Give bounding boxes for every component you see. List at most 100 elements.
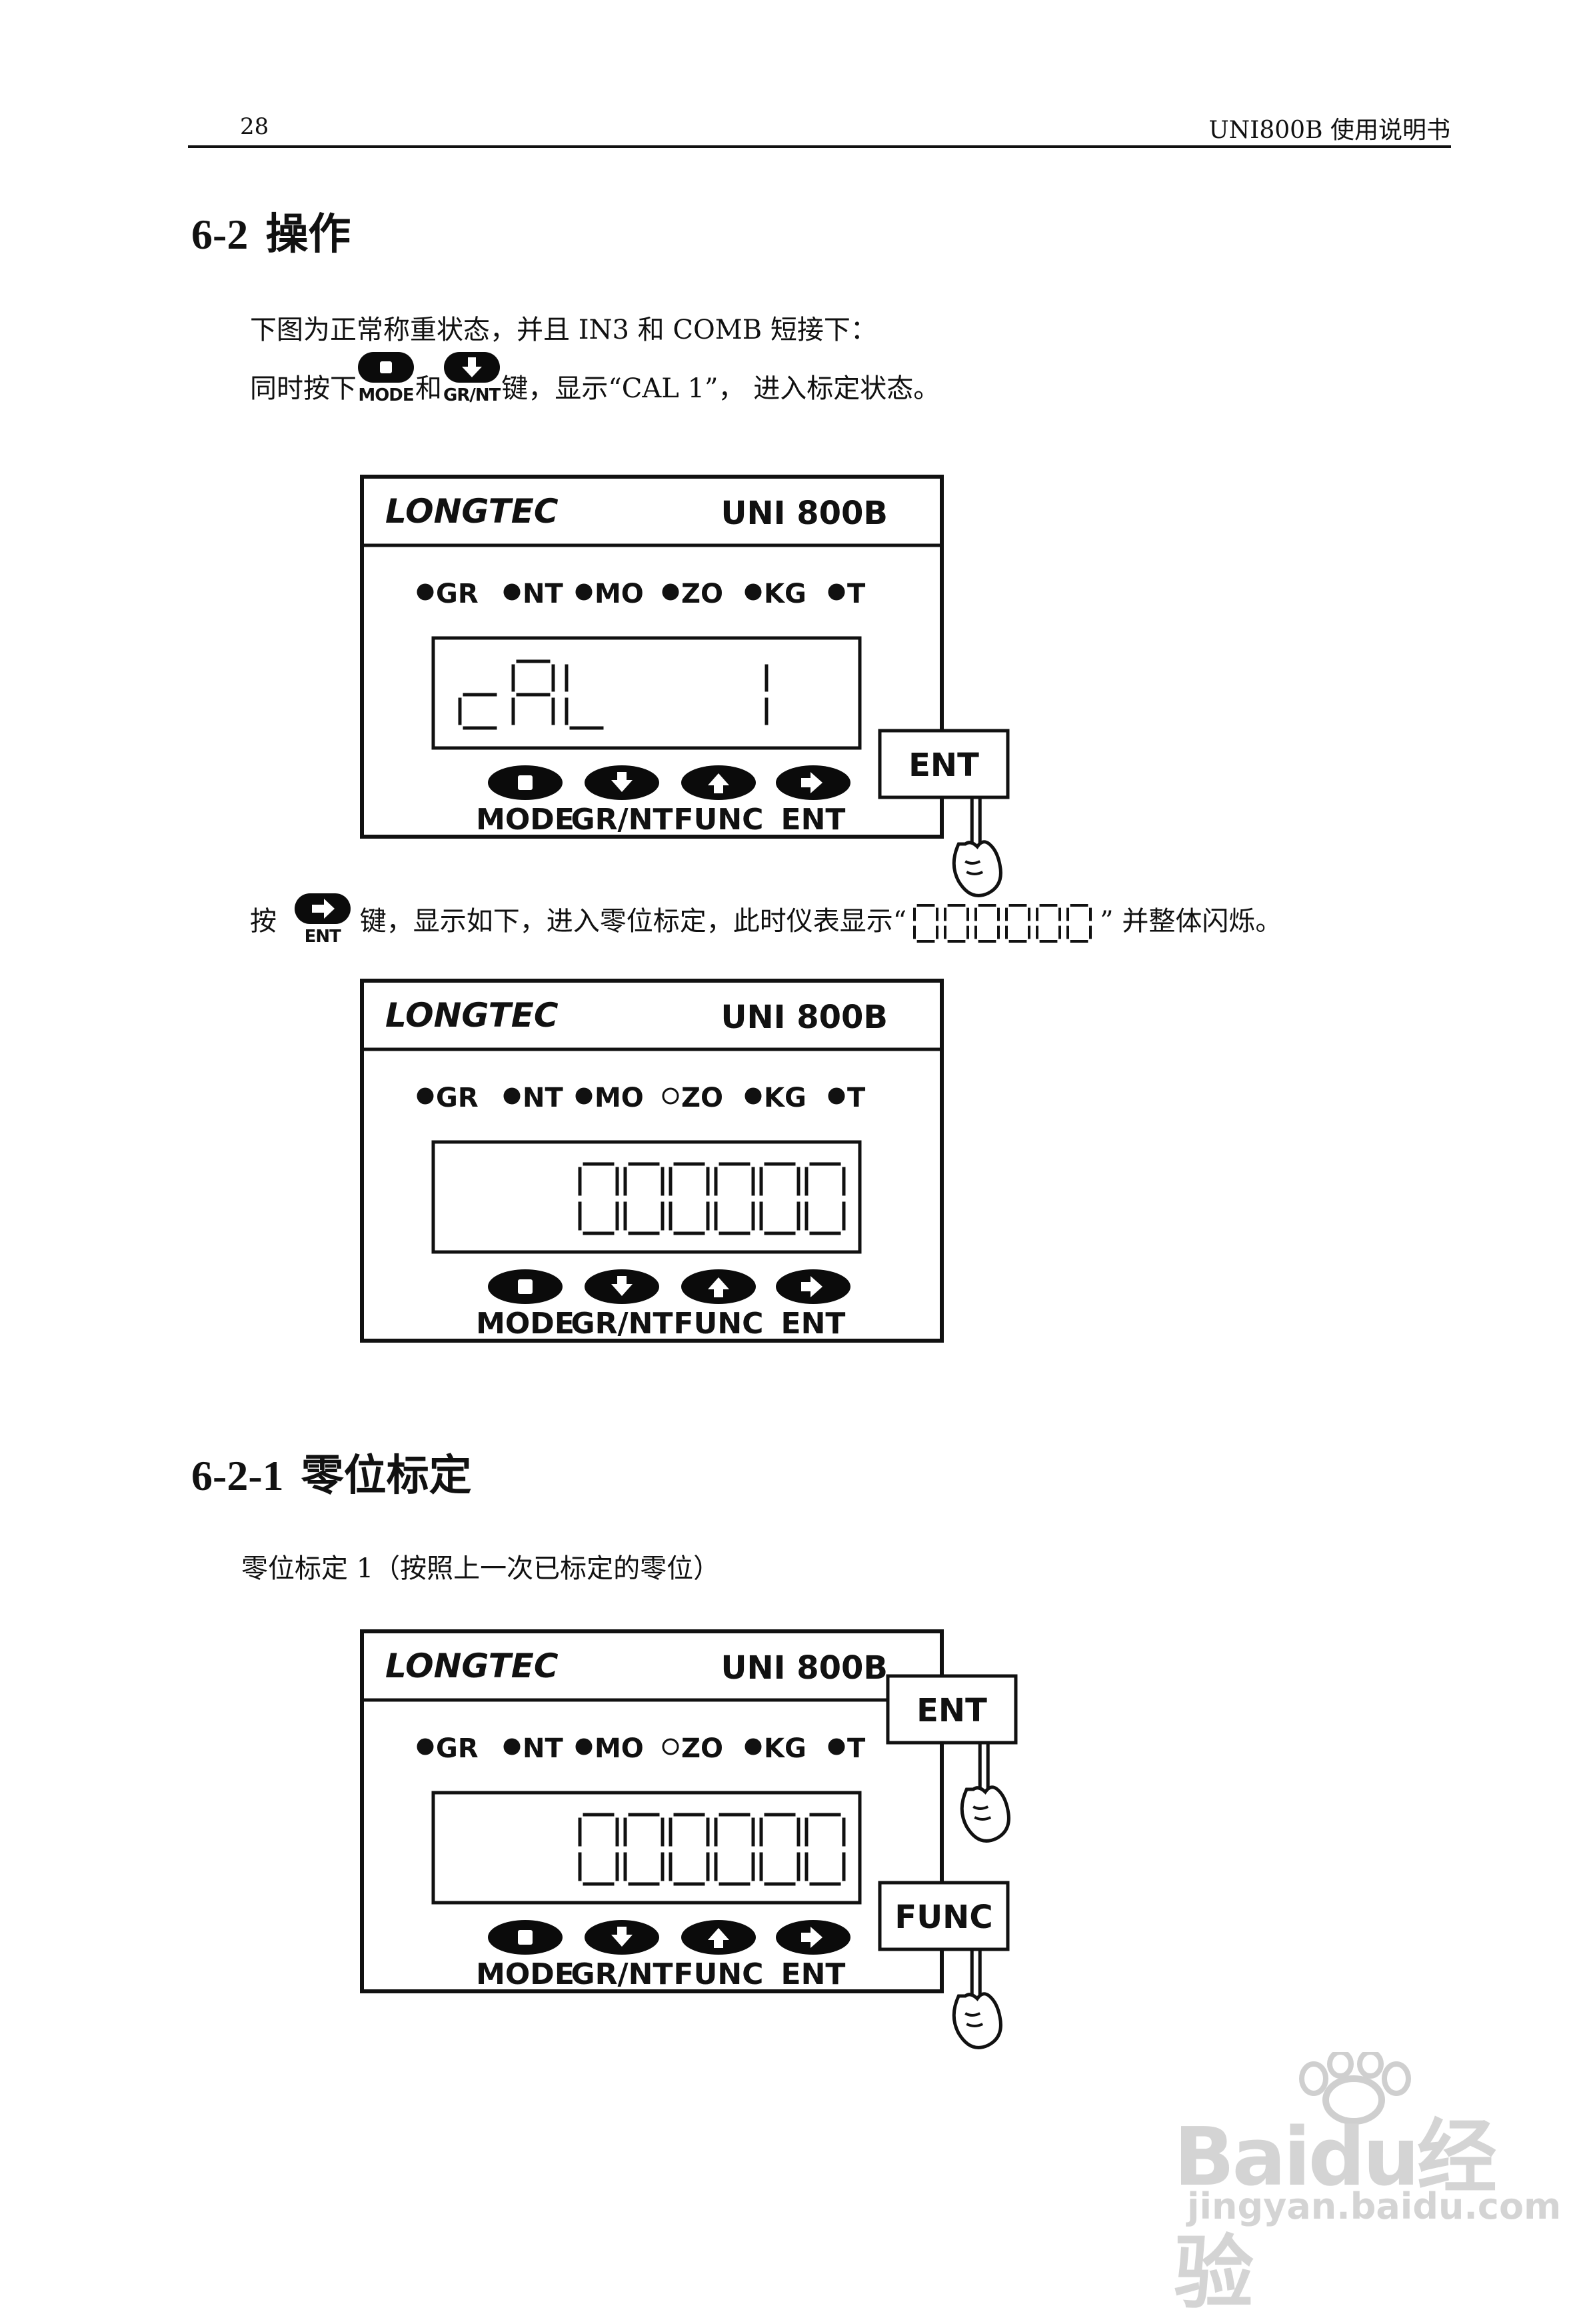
arrow-right-icon	[801, 772, 822, 793]
indicator-led	[417, 1087, 434, 1105]
arrow-right-icon	[801, 1927, 822, 1948]
indicator-nt: NT	[503, 579, 563, 609]
indicator-label: T	[847, 1733, 866, 1764]
square-icon	[518, 1930, 533, 1945]
ent-key-inline: ENT	[294, 893, 351, 947]
ent-callout-button: ENT	[878, 729, 1010, 799]
indicator-label: KG	[764, 579, 806, 609]
indicator-led	[745, 1738, 762, 1755]
instruction-1-connector: 和	[415, 373, 442, 404]
indicator-label: MO	[595, 1083, 644, 1113]
inline-seven-segment-display	[913, 904, 1092, 943]
instruction-1-prefix: 同时按下	[250, 373, 357, 404]
indicator-kg: KG	[745, 1083, 806, 1113]
square-icon	[518, 1279, 533, 1294]
seven-segment-display	[578, 1813, 846, 1886]
arrow-down-icon	[611, 772, 633, 792]
indicator-led	[662, 1738, 679, 1755]
key-label: FUNC	[674, 1957, 764, 1991]
key-grnt-button: GR/NT	[571, 1269, 673, 1341]
instruction-2-suffix: ” 并整体闪烁。	[1100, 906, 1282, 937]
grnt-key-inline: GR/NT	[443, 352, 501, 405]
display-window	[431, 636, 862, 750]
arrow-right-icon	[294, 893, 351, 924]
key-label: FUNC	[674, 803, 764, 837]
indicator-label: ZO	[681, 1733, 723, 1764]
indicator-zo: ZO	[662, 1083, 723, 1113]
key-label: ENT	[781, 1307, 846, 1341]
indicator-led	[662, 1087, 679, 1105]
callout-label: ENT	[908, 747, 979, 784]
indicator-led	[745, 1087, 762, 1105]
arrow-down-icon	[611, 1927, 633, 1947]
key-label: MODE	[476, 1307, 575, 1341]
key-grnt-button: GR/NT	[571, 1920, 673, 1991]
indicator-led	[745, 583, 762, 601]
indicator-led	[417, 583, 434, 601]
header-rule	[188, 145, 1451, 148]
key-label: ENT	[781, 803, 846, 837]
watermark: Baidu经验 jingyan.baidu.com	[1174, 2052, 1561, 2320]
indicator-label: MO	[595, 1733, 644, 1764]
indicator-t: T	[828, 1083, 866, 1113]
instruction-1-suffix: 键，显示“CAL 1”， 进入标定状态。	[501, 373, 940, 404]
indicator-mo: MO	[575, 579, 644, 609]
indicator-label: T	[847, 1083, 866, 1113]
indicator-label: GR	[436, 1733, 479, 1764]
callout-box	[878, 729, 1010, 799]
model-name: UNI 800B	[721, 999, 888, 1036]
indicator-label: KG	[764, 1733, 806, 1764]
pressing-finger-icon	[960, 1743, 1010, 1843]
indicator-zo: ZO	[662, 579, 723, 609]
mode-key-label: MODE	[358, 385, 414, 405]
indicator-kg: KG	[745, 579, 806, 609]
arrow-up-icon	[708, 1277, 729, 1297]
seven-segment-display	[458, 659, 769, 730]
indicator-label: GR	[436, 1083, 479, 1113]
indicator-led	[503, 583, 521, 601]
brand-logo: LONGTEC	[385, 996, 559, 1035]
indicator-nt: NT	[503, 1733, 563, 1764]
subsection-number: 6-2-1	[191, 1452, 284, 1499]
pressing-finger-icon	[952, 1949, 1002, 2049]
grnt-key-label: GR/NT	[443, 385, 501, 405]
indicator-nt: NT	[503, 1083, 563, 1113]
key-mode-button: MODE	[476, 765, 575, 837]
key-ent-button: ENT	[776, 1920, 850, 1991]
model-name: UNI 800B	[721, 495, 888, 532]
display-window	[431, 1140, 862, 1254]
square-icon	[518, 775, 533, 790]
callout-box	[878, 1881, 1010, 1951]
watermark-url: jingyan.baidu.com	[1187, 2185, 1562, 2227]
key-label: GR/NT	[571, 1957, 673, 1991]
indicator-t: T	[828, 579, 866, 609]
indicator-led	[828, 1087, 845, 1105]
key-label: FUNC	[674, 1307, 764, 1341]
arrow-down-icon	[611, 1276, 633, 1296]
pressing-finger-icon	[952, 797, 1002, 897]
key-func-button: FUNC	[674, 1920, 764, 1991]
indicator-led	[417, 1738, 434, 1755]
document-title: UNI800B 使用说明书	[1208, 117, 1450, 144]
indicator-label: ZO	[681, 1083, 723, 1113]
arrow-down-icon	[443, 352, 500, 383]
paw-icon	[1299, 2052, 1411, 2125]
indicator-label: NT	[523, 1083, 563, 1113]
ent-callout-button: ENT	[886, 1674, 1018, 1745]
key-mode-button: MODE	[476, 1269, 575, 1341]
mode-key-inline: MODE	[358, 352, 415, 405]
display-window	[431, 1791, 862, 1905]
indicator-led	[575, 1738, 593, 1755]
brand-logo: LONGTEC	[385, 492, 559, 531]
key-ent-button: ENT	[776, 765, 850, 837]
key-grnt-button: GR/NT	[571, 765, 673, 837]
instruction-2-middle: 键，显示如下，进入零位标定，此时仪表显示“	[359, 906, 907, 937]
indicator-zo: ZO	[662, 1733, 723, 1764]
seven-segment-display	[578, 1162, 846, 1235]
